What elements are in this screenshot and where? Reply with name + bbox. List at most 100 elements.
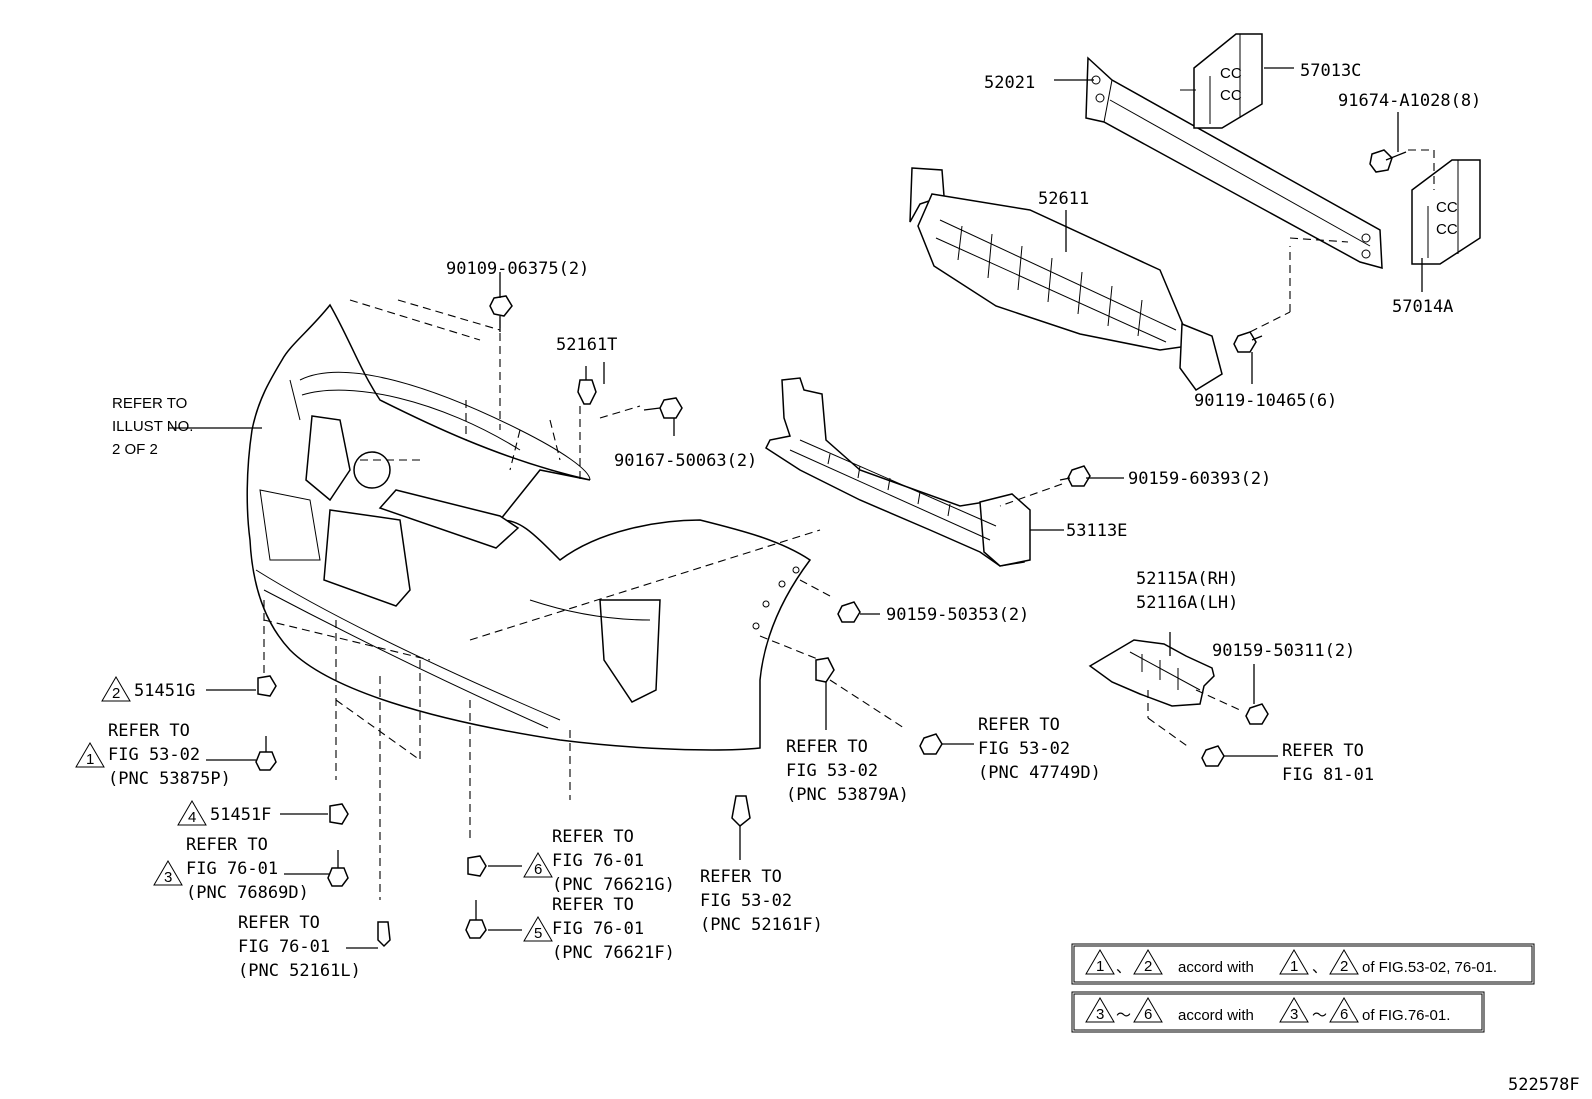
svg-text:2: 2 (112, 685, 120, 702)
clip-52161f-drawing (731, 795, 751, 860)
bolt-90119-drawing (1233, 331, 1263, 353)
refer-76621g: REFER TO FIG 76-01 (PNC 76621G) (552, 827, 675, 895)
svg-text:3: 3 (1290, 1006, 1298, 1023)
lower-support-drawing (765, 377, 1031, 567)
svg-text:(PNC 52161F): (PNC 52161F) (700, 915, 823, 935)
svg-text:FIG 76-01: FIG 76-01 (238, 937, 330, 957)
note-box-1: 1 、 2 accord with 1 、 2 of FIG.53-02, 76… (1071, 943, 1535, 985)
figure-code: 522578F (1508, 1075, 1580, 1095)
svg-text:2: 2 (1144, 958, 1152, 975)
label-52611: 52611 (1038, 189, 1089, 209)
svg-text:CC: CC (1220, 87, 1242, 104)
bolt-91674-drawing (1369, 149, 1407, 173)
svg-text:3: 3 (164, 869, 172, 886)
svg-text:、: 、 (1116, 959, 1131, 976)
label-90109-06375: 90109-06375(2) (446, 259, 589, 279)
bolt-90159-50353-drawing (837, 601, 880, 623)
clip-52161t-drawing (577, 366, 597, 405)
marker-triangle-5: 5 (523, 916, 553, 942)
refer-52161f: REFER TO FIG 53-02 (PNC 52161F) (700, 867, 823, 935)
svg-text:FIG 53-02: FIG 53-02 (700, 891, 792, 911)
svg-text:(PNC 53879A): (PNC 53879A) (786, 785, 909, 805)
label-90119-10465: 90119-10465(6) (1194, 391, 1337, 411)
svg-text:REFER TO: REFER TO (112, 395, 187, 412)
label-51451f: 51451F (210, 805, 271, 825)
label-90167-50063: 90167-50063(2) (614, 451, 757, 471)
svg-text:REFER TO: REFER TO (978, 715, 1060, 735)
svg-text:FIG 53-02: FIG 53-02 (786, 761, 878, 781)
svg-text:FIG 53-02: FIG 53-02 (978, 739, 1070, 759)
svg-text:～: ～ (1116, 1007, 1131, 1024)
svg-text:of FIG.53-02, 76-01.: of FIG.53-02, 76-01. (1362, 959, 1497, 976)
svg-text:4: 4 (188, 809, 196, 826)
svg-text:～: ～ (1312, 1007, 1327, 1024)
svg-text:CC: CC (1220, 65, 1242, 82)
svg-text:REFER TO: REFER TO (238, 913, 320, 933)
bumper-cover-drawing (246, 299, 905, 900)
svg-text:1: 1 (86, 751, 94, 768)
clip-51451f-drawing (329, 803, 349, 825)
bolt-76869d-drawing (327, 850, 349, 887)
label-91674-a1028: 91674-A1028(8) (1338, 91, 1481, 111)
refer-81-01: REFER TO FIG 81-01 (1282, 741, 1374, 785)
bolt-53875p-drawing (255, 736, 277, 771)
svg-text:2: 2 (1340, 958, 1348, 975)
marker-triangle-1: 1 (75, 742, 105, 768)
svg-text:、: 、 (1312, 959, 1327, 976)
svg-text:FIG 76-01: FIG 76-01 (186, 859, 278, 879)
clip-47749d-drawing (919, 733, 974, 755)
clip-76621g-drawing (467, 855, 487, 877)
svg-text:1: 1 (1290, 958, 1298, 975)
energy-absorber-drawing (909, 167, 1223, 392)
bumper-reinforcement-drawing (1085, 56, 1383, 333)
svg-text:6: 6 (1144, 1006, 1152, 1023)
label-90159-50353: 90159-50353(2) (886, 605, 1029, 625)
label-90159-60393: 90159-60393(2) (1128, 469, 1271, 489)
marker-triangle-3: 3 (153, 860, 183, 886)
svg-text:REFER TO: REFER TO (108, 721, 190, 741)
svg-text:(PNC 76621F): (PNC 76621F) (552, 943, 675, 963)
label-51451g: 51451G (134, 681, 195, 701)
svg-text:REFER TO: REFER TO (552, 895, 634, 915)
refer-53879a: REFER TO FIG 53-02 (PNC 53879A) (786, 737, 909, 805)
svg-text:CC: CC (1436, 199, 1458, 216)
refer-47749d: REFER TO FIG 53-02 (PNC 47749D) (978, 715, 1101, 783)
svg-text:2 OF 2: 2 OF 2 (112, 441, 158, 458)
refer-illust: REFER TO ILLUST NO. 2 OF 2 (112, 395, 193, 458)
label-52115a-rh: 52115A(RH) (1136, 569, 1238, 589)
bolt-90159-60393-drawing (999, 465, 1091, 507)
bolt-90167-drawing (643, 397, 683, 436)
marker-triangle-6: 6 (523, 852, 553, 878)
svg-text:of FIG.76-01.: of FIG.76-01. (1362, 1007, 1450, 1024)
svg-text:(PNC 76621G): (PNC 76621G) (552, 875, 675, 895)
refer-52161l: REFER TO FIG 76-01 (PNC 52161L) (238, 913, 361, 981)
svg-text:6: 6 (534, 861, 542, 878)
svg-text:CC: CC (1436, 221, 1458, 238)
svg-text:5: 5 (534, 925, 542, 942)
marker-triangle-4: 4 (177, 800, 207, 826)
svg-text:REFER TO: REFER TO (786, 737, 868, 757)
label-57013c: 57013C (1300, 61, 1361, 81)
clip-53879a-drawing (815, 657, 835, 730)
bracket-57013c-drawing: CC CC (1180, 33, 1263, 129)
note-box-2: 3 ～ 6 accord with 3 ～ 6 of FIG.76-01. (1071, 991, 1485, 1033)
refer-53875p: REFER TO FIG 53-02 (PNC 53875P) (108, 721, 231, 789)
clip-52161l-drawing (377, 921, 391, 948)
svg-text:ILLUST NO.: ILLUST NO. (112, 418, 193, 435)
svg-text:accord with: accord with (1178, 959, 1254, 976)
svg-text:FIG 53-02: FIG 53-02 (108, 745, 200, 765)
clip-51451g-drawing (257, 675, 277, 697)
label-90159-50311: 90159-50311(2) (1212, 641, 1355, 661)
svg-text:1: 1 (1096, 958, 1104, 975)
svg-text:FIG 81-01: FIG 81-01 (1282, 765, 1374, 785)
svg-text:accord with: accord with (1178, 1007, 1254, 1024)
bolt-76621f-drawing (465, 900, 487, 939)
svg-text:FIG 76-01: FIG 76-01 (552, 919, 644, 939)
leader-lines (168, 67, 1423, 949)
svg-text:REFER TO: REFER TO (1282, 741, 1364, 761)
bolt-90159-50311-drawing (1245, 664, 1269, 725)
label-57014a: 57014A (1392, 297, 1453, 317)
label-52116a-lh: 52116A(LH) (1136, 593, 1238, 613)
svg-text:REFER TO: REFER TO (186, 835, 268, 855)
